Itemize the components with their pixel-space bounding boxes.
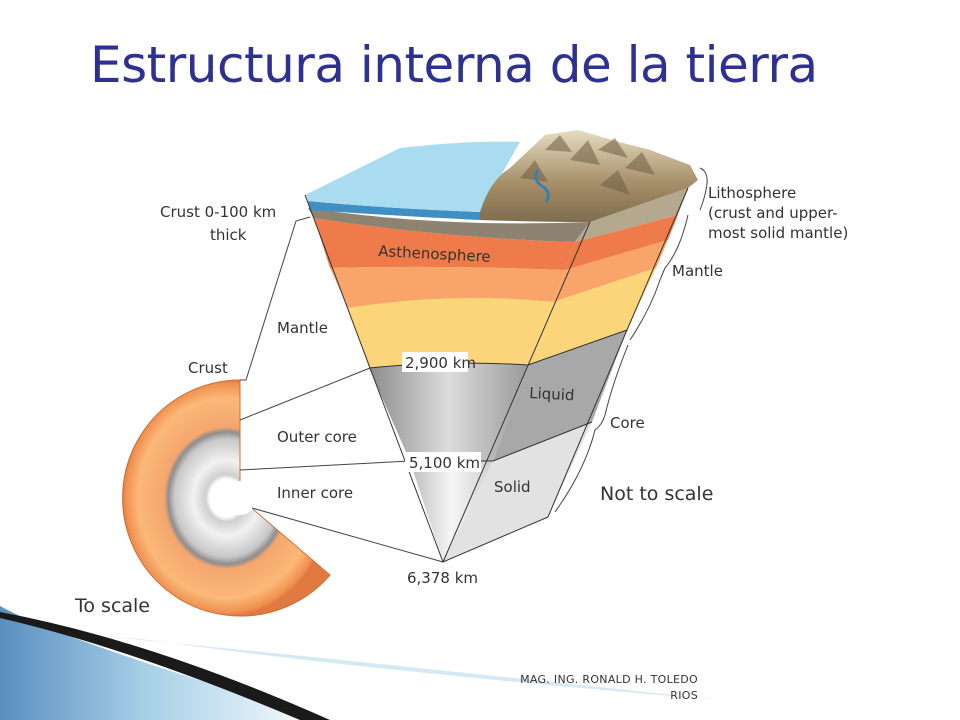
asthenosphere-front	[314, 218, 575, 270]
wedge-front-face	[308, 201, 590, 562]
mantle-bracket	[629, 214, 689, 341]
lower-mantle-front	[348, 298, 553, 368]
depth-6378-label: 6,378 km	[407, 569, 478, 587]
mantle-left-label: Mantle	[277, 319, 328, 337]
crust-thickness-label-line1: Crust 0-100 km	[160, 203, 276, 221]
to-scale-inner-hole	[223, 481, 257, 515]
connector-lines	[239, 216, 444, 563]
inner-core-front	[410, 461, 493, 562]
inner-core-label: Inner core	[277, 484, 353, 502]
liquid-label: Liquid	[529, 384, 575, 404]
depth-2900-label: 2,900 km	[405, 354, 476, 372]
not-to-scale-label: Not to scale	[600, 483, 713, 505]
crust-front-layer	[308, 208, 590, 242]
slide-title: Estructura interna de la tierra	[90, 36, 818, 94]
upper-mantle-side	[553, 240, 668, 302]
footer-author-line1: MAG. ING. RONALD H. TOLEDO	[520, 673, 698, 686]
decoration-blue-wedge	[0, 606, 330, 720]
ocean-crust-strip	[308, 201, 480, 220]
footer-author-line2: RIOS	[670, 689, 698, 702]
to-scale-section	[122, 379, 331, 617]
depth-5100-label: 5,100 km	[409, 454, 480, 472]
slide-footer: MAG. ING. RONALD H. TOLEDO RIOS	[470, 672, 698, 704]
solid-label: Solid	[494, 478, 531, 496]
depth-5100-box	[405, 452, 481, 472]
river	[534, 169, 550, 203]
mantle-right-label: Mantle	[672, 262, 723, 280]
decoration-light-stripe	[100, 636, 720, 700]
outer-core-front	[369, 363, 528, 461]
decoration-dark-stripe	[0, 612, 330, 720]
lithosphere-bracket	[699, 167, 708, 211]
slide-decoration	[0, 606, 720, 720]
land-surface	[480, 130, 698, 222]
upper-mantle-front	[330, 266, 565, 308]
inner-core-side	[443, 422, 592, 562]
lithosphere-side	[575, 188, 688, 242]
wedge-side-face	[443, 188, 688, 562]
mountain-ridges	[520, 135, 655, 195]
surface-top	[305, 130, 698, 222]
ocean-surface	[305, 141, 520, 212]
core-bracket	[554, 344, 629, 513]
lithosphere-label-line1: Lithosphere	[708, 184, 796, 202]
depth-2900-box	[402, 352, 468, 372]
core-label: Core	[610, 414, 645, 432]
right-brackets	[554, 167, 708, 513]
to-scale-label: To scale	[74, 595, 150, 617]
asthenosphere-label: Asthenosphere	[378, 242, 491, 266]
outer-core-side	[493, 330, 627, 461]
lithosphere-label-line2: (crust and upper-	[708, 204, 838, 222]
outer-core-label: Outer core	[277, 428, 357, 446]
lithosphere-label-line3: most solid mantle)	[708, 224, 848, 242]
asthenosphere-side	[565, 215, 678, 270]
crust-thickness-label-line2: thick	[210, 226, 247, 244]
lower-mantle-side	[528, 268, 656, 365]
crust-label: Crust	[188, 359, 228, 377]
